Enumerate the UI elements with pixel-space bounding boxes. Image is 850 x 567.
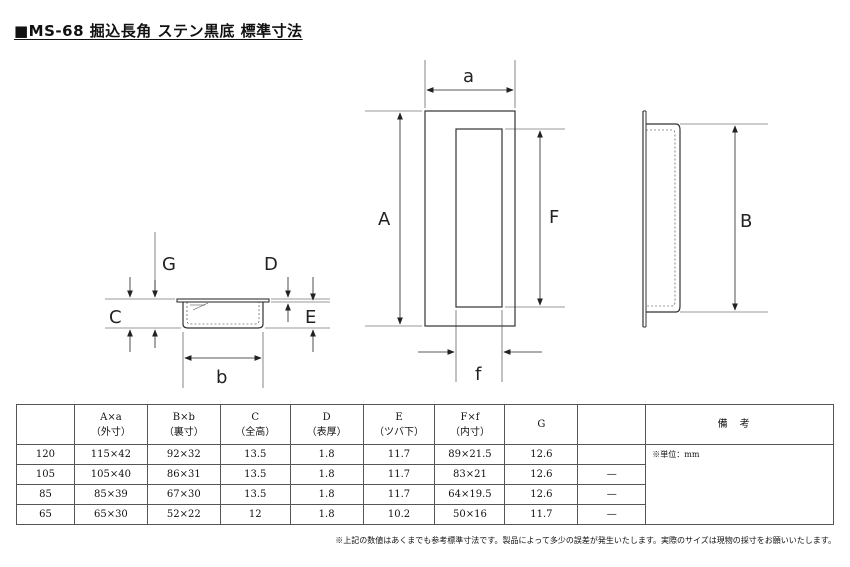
dim-label-b: b: [216, 367, 227, 388]
cell: 52×22: [146, 504, 221, 525]
side-body: [646, 123, 681, 313]
cell: 86×31: [146, 464, 221, 485]
cell: 120: [16, 444, 75, 465]
dimension-table: A×a（外寸） B×b（裏寸） C（全高） D（表厚） E（ツバ下） F×f（内…: [16, 404, 834, 525]
cell: 89×21.5: [434, 444, 506, 465]
cell: 115×42: [73, 444, 148, 465]
cell: 12.6: [504, 444, 579, 465]
dim-label-f: f: [475, 364, 482, 385]
cell: 13.5: [219, 484, 291, 505]
side-view: [642, 110, 768, 328]
cell: 65: [16, 504, 75, 525]
page-title: ■MS-68 掘込長角 ステン黒底 標準寸法: [14, 22, 303, 40]
cell: —: [577, 484, 647, 505]
dim-label-F: F: [549, 207, 559, 228]
outer-frame: [424, 110, 516, 327]
header-B: B×b（裏寸）: [146, 404, 221, 445]
header-F: F×f（内寸）: [434, 404, 506, 445]
dim-label-B: B: [740, 211, 752, 232]
dim-label-G: G: [162, 254, 176, 275]
cell: 85: [16, 484, 75, 505]
cell: 12: [219, 504, 291, 525]
dim-label-C: C: [109, 307, 122, 328]
technical-drawing: a A F f B: [105, 60, 768, 388]
cell: 92×32: [146, 444, 221, 465]
cell: 50×16: [434, 504, 506, 525]
cell: 64×19.5: [434, 484, 506, 505]
footnote: ※上記の数値はあくまでも参考標準寸法です。製品によって多少の誤差が発生いたします…: [335, 536, 836, 545]
cell: 12.6: [504, 464, 579, 485]
table-header-row: A×a（外寸） B×b（裏寸） C（全高） D（表厚） E（ツバ下） F×f（内…: [16, 404, 834, 445]
section-view: [105, 232, 330, 388]
header-C: C（全高）: [219, 404, 291, 445]
dim-label-A: A: [378, 209, 391, 230]
cell: 67×30: [146, 484, 221, 505]
dim-label-a: a: [463, 66, 474, 87]
cell: 1.8: [289, 464, 364, 485]
table-row: 120 115×42 92×32 13.5 1.8 11.7 89×21.5 1…: [16, 444, 834, 525]
cell: 11.7: [504, 504, 579, 525]
section-body: [182, 302, 264, 329]
cell: 11.7: [362, 484, 436, 505]
header-extra: [577, 404, 647, 445]
cell: 1.8: [289, 504, 364, 525]
cell: 65×30: [73, 504, 148, 525]
cell: 10.2: [362, 504, 436, 525]
dim-label-E: E: [305, 307, 316, 328]
cell: 13.5: [219, 444, 291, 465]
cell: 11.7: [362, 444, 436, 465]
header-G: G: [504, 404, 579, 445]
header-size: [16, 404, 75, 445]
cell: 105×40: [73, 464, 148, 485]
front-view: [365, 60, 565, 382]
remarks-cell: ※単位：mm: [645, 444, 834, 525]
cell: —: [577, 464, 647, 485]
header-D: D（表厚）: [289, 404, 364, 445]
header-A: A×a（外寸）: [73, 404, 148, 445]
cell: 1.8: [289, 484, 364, 505]
flange: [176, 298, 270, 303]
cell: 13.5: [219, 464, 291, 485]
header-E: E（ツバ下）: [362, 404, 436, 445]
header-remarks: 備考: [645, 404, 834, 445]
cell: 85×39: [73, 484, 148, 505]
cell: [577, 444, 647, 465]
cell: 11.7: [362, 464, 436, 485]
dim-label-D: D: [264, 254, 278, 275]
table-row: 65 65×30 52×22 12 1.8 10.2 50×16 11.7 —: [16, 504, 834, 525]
cell: 12.6: [504, 484, 579, 505]
cell: 1.8: [289, 444, 364, 465]
cell: —: [577, 504, 647, 525]
inner-opening: [455, 128, 503, 308]
cell: 83×21: [434, 464, 506, 485]
cell: 105: [16, 464, 75, 485]
table-row: 85 85×39 67×30 13.5 1.8 11.7 64×19.5 12.…: [16, 484, 834, 505]
